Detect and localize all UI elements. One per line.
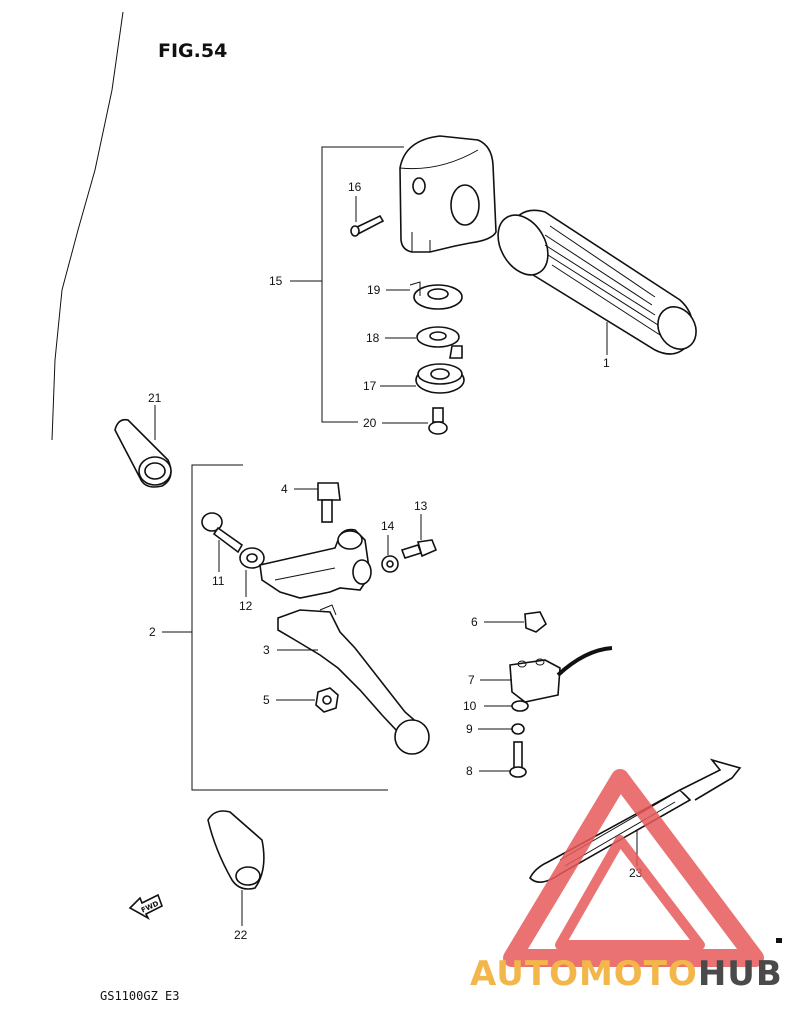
screw-16 (350, 214, 385, 237)
callout-20: 20 (363, 416, 377, 430)
boot-21 (114, 418, 172, 488)
watermark-triangle-icon (503, 769, 764, 967)
callout-12: 12 (239, 599, 253, 613)
callout-7: 7 (468, 673, 475, 687)
callout-11: 11 (212, 574, 225, 588)
callout-8: 8 (466, 764, 473, 778)
callout-15: 15 (269, 274, 283, 288)
corner-mark (776, 938, 782, 943)
callout-5: 5 (263, 693, 270, 707)
callout-19: 19 (367, 283, 381, 297)
callout-6: 6 (471, 615, 478, 629)
part-17 (415, 363, 465, 394)
callout-22: 22 (234, 928, 248, 942)
callout-16: 16 (348, 180, 362, 194)
switch-7 (509, 646, 613, 703)
bolt-13 (400, 539, 438, 559)
bracket-15 (321, 146, 404, 423)
scan-edge-line (51, 11, 124, 441)
bolt-11 (201, 512, 244, 554)
callout-14: 14 (381, 519, 395, 533)
handlebar-grip (497, 209, 697, 355)
switch-housing (399, 135, 497, 253)
fwd-arrow-icon: FWD (128, 893, 163, 920)
screw-8 (509, 741, 527, 778)
callout-10: 10 (463, 699, 477, 713)
boot-22 (207, 810, 265, 890)
callout-9: 9 (466, 722, 473, 736)
callout-17: 17 (363, 379, 377, 393)
callout-3: 3 (263, 643, 270, 657)
model-code: GS1100GZ E3 (100, 989, 179, 1003)
clutch-lever (277, 604, 430, 755)
callout-2: 2 (149, 625, 156, 639)
callout-4: 4 (281, 482, 288, 496)
watermark-text-part1: AUTOMOTO (470, 954, 698, 994)
washer-14 (381, 555, 399, 573)
figure-title: FIG.54 (158, 40, 227, 62)
callout-18: 18 (366, 331, 380, 345)
watermark-logo (503, 769, 764, 967)
callout-13: 13 (414, 499, 428, 513)
screw-20 (428, 407, 448, 435)
washer-9 (511, 723, 525, 735)
bracket-2 (191, 464, 388, 791)
washer-10 (511, 700, 529, 712)
bolt-4 (317, 482, 341, 523)
part-18 (416, 326, 463, 359)
watermark-inner-triangle-icon (555, 835, 705, 950)
nut-5 (315, 687, 339, 713)
part-19 (409, 281, 463, 310)
watermark-text: AUTOMOTOHUB (470, 954, 783, 994)
lever-bracket (259, 528, 372, 599)
nut-12 (239, 547, 265, 569)
callout-labels: 1 2 3 4 5 6 7 8 9 10 11 12 13 14 15 16 1… (148, 180, 643, 942)
watermark-text-part2: HUB (698, 954, 783, 994)
callout-21: 21 (148, 391, 162, 405)
clip-6 (524, 611, 548, 633)
callout-1: 1 (603, 356, 610, 370)
